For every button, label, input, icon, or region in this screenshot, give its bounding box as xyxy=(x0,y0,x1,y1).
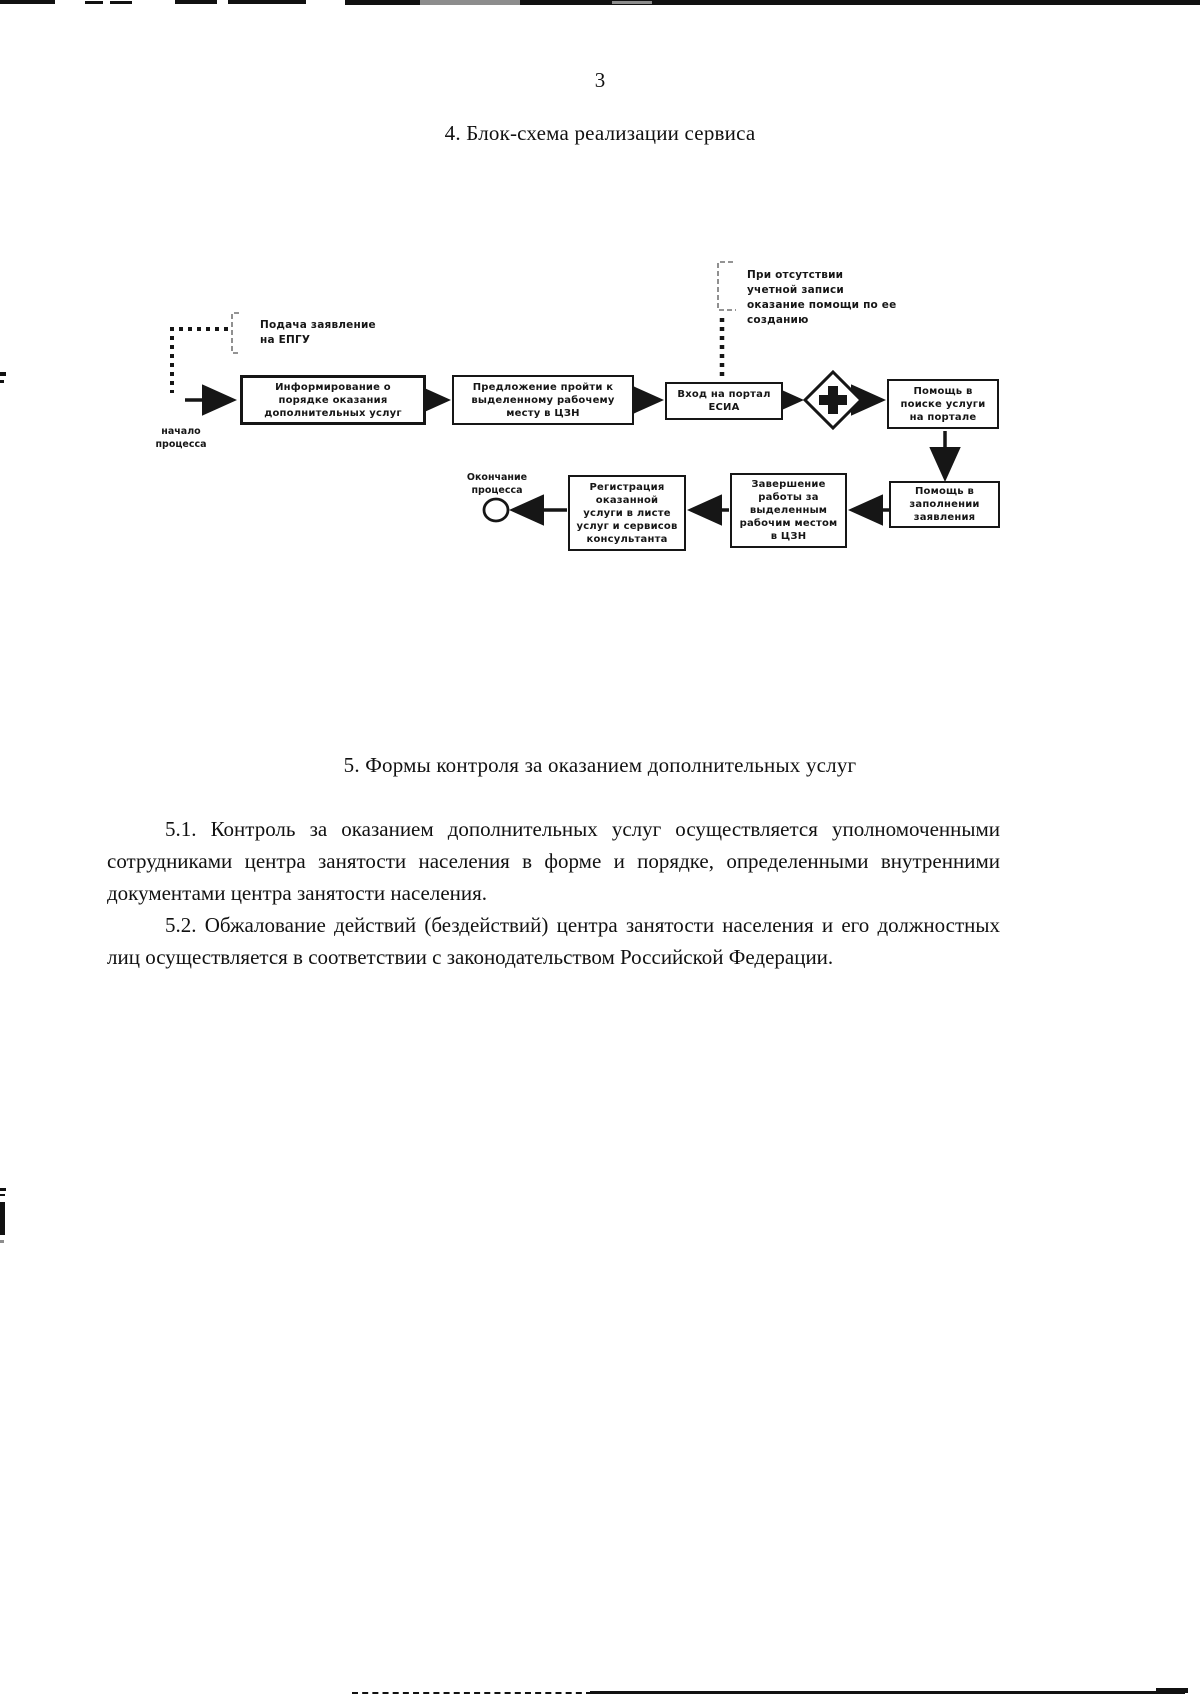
scan-artifact xyxy=(85,1,103,4)
scan-artifact xyxy=(1156,1688,1188,1693)
annotation-epgu: Подача заявление на ЕПГУ xyxy=(260,319,376,346)
flowchart-box-esia: Вход на портал ЕСИА xyxy=(665,382,783,420)
scan-artifact xyxy=(0,372,6,376)
flowchart-connectors xyxy=(170,261,961,526)
account-note-bracket xyxy=(717,261,736,311)
scan-artifact xyxy=(0,1194,5,1196)
plus-cross-icon xyxy=(819,386,847,414)
flowchart-section4: При отсутствии учетной записи оказание п… xyxy=(140,255,1020,575)
epgu-dotted-connector xyxy=(170,327,228,393)
end-label: Окончание процесса xyxy=(466,472,528,496)
scan-artifact xyxy=(110,1,132,4)
scan-artifact xyxy=(345,0,1200,5)
scan-artifact xyxy=(228,0,306,4)
flowchart-box-finish-work: Завершение работы за выделенным рабочим … xyxy=(730,473,847,548)
page-number: 3 xyxy=(594,68,606,92)
scan-artifact xyxy=(175,0,217,4)
flowchart-box-inform: Информирование о порядке оказания дополн… xyxy=(240,375,426,425)
scan-artifact xyxy=(0,380,4,383)
paragraph-5-1: 5.1. Контроль за оказанием дополнительны… xyxy=(107,817,1000,905)
section4-title: 4. Блок-схема реализации сервиса xyxy=(444,121,756,145)
scan-artifact xyxy=(590,1691,1185,1694)
flowchart-box-registration: Регистрация оказанной услуги в листе усл… xyxy=(568,475,686,551)
epgu-note-bracket xyxy=(231,312,239,354)
section5-body: 5.1. Контроль за оказанием дополнительны… xyxy=(107,813,1000,973)
scan-artifact xyxy=(0,0,55,4)
paragraph-5-2: 5.2. Обжалование действий (бездействий) … xyxy=(107,913,1000,969)
scan-artifact xyxy=(612,1,652,4)
annotation-account: При отсутствии учетной записи оказание п… xyxy=(747,269,897,326)
end-circle xyxy=(482,497,510,523)
flowchart-box-workplace: Предложение пройти к выделенному рабочем… xyxy=(452,375,634,425)
scan-artifact xyxy=(0,1240,4,1243)
flowchart-box-search-help: Помощь в поиске услуги на портале xyxy=(887,379,999,429)
start-label: начало процесса xyxy=(155,426,207,450)
scan-artifact xyxy=(352,1692,592,1694)
scan-artifact xyxy=(0,1188,6,1191)
section5-title: 5. Формы контроля за оказанием дополните… xyxy=(343,753,857,777)
flowchart-box-fill-help: Помощь в заполнении заявления xyxy=(889,481,1000,528)
scan-artifact xyxy=(0,1202,5,1235)
scan-artifact xyxy=(420,0,520,5)
